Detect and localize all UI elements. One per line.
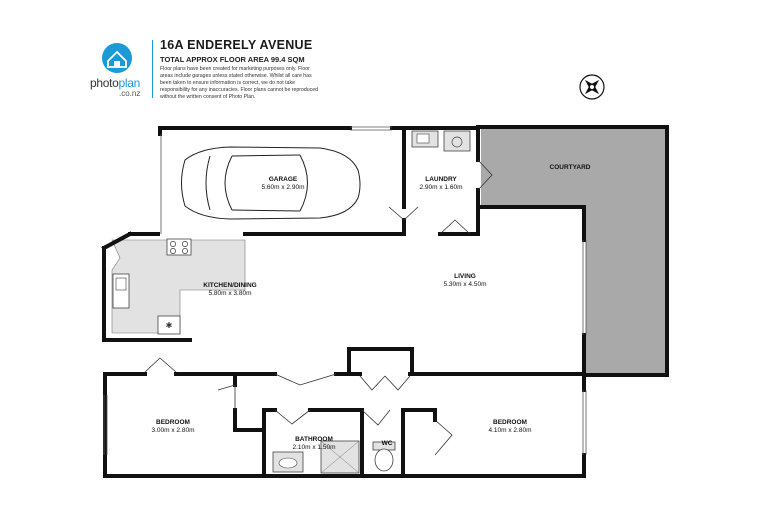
brand-domain: .co.nz: [119, 89, 141, 98]
house-icon: [102, 43, 132, 73]
toilet: [374, 448, 394, 472]
brand-name: photoplan: [90, 76, 141, 90]
car-outline: [181, 146, 361, 220]
courtyard-area: [481, 129, 665, 373]
disclaimer-text: Floor plans have been created for market…: [160, 66, 319, 100]
doors: [144, 159, 493, 456]
room-label-wc: WC: [381, 440, 393, 447]
kitchen-sink: [112, 273, 130, 309]
floor-area: TOTAL APPROX FLOOR AREA 99.4 SQM: [160, 55, 305, 64]
svg-text:✱: ✱: [166, 321, 173, 330]
walls: [101, 125, 669, 478]
washing-machine: [443, 130, 471, 152]
property-title: 16A ENDERELY AVENUE: [160, 38, 313, 52]
windows: [103, 126, 587, 455]
stove-top: [166, 238, 192, 256]
compass-icon: [579, 74, 605, 100]
header-divider: [152, 40, 153, 98]
room-label-courtyard: COURTYARD: [549, 164, 591, 171]
fridge: [157, 315, 181, 335]
